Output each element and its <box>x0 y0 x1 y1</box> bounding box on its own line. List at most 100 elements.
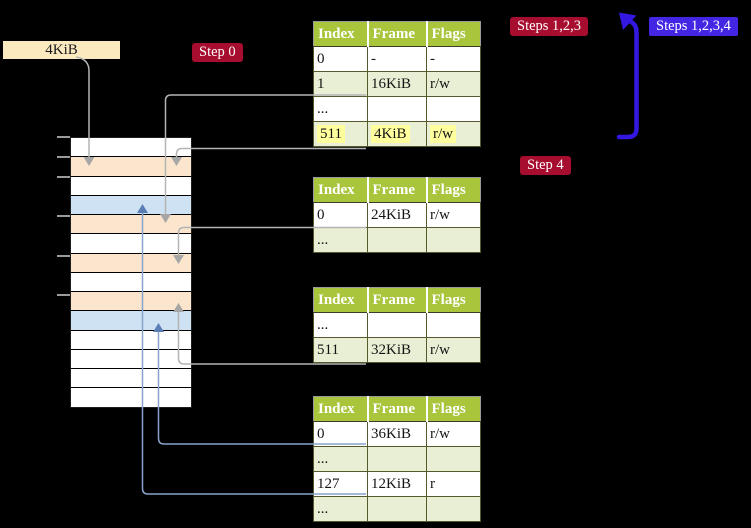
column-header: Frame <box>366 287 427 313</box>
table-cell <box>367 496 427 522</box>
memory-row-3 <box>71 176 191 196</box>
memory-row-8 <box>71 272 191 292</box>
memory-row-12 <box>71 349 191 369</box>
table-cell: 0 <box>313 202 368 228</box>
column-header: Flags <box>425 396 481 422</box>
memory-tick-mark <box>57 294 70 296</box>
table-cell <box>367 96 427 122</box>
column-header: Flags <box>425 21 481 47</box>
memory-tick-mark <box>57 254 70 257</box>
steps-123-label: Steps 1,2,3 <box>510 17 589 36</box>
table-cell: 1 <box>313 71 368 97</box>
table-row: 511 4KiB r/w <box>313 121 481 147</box>
column-header: Index <box>313 287 368 313</box>
table-cell: 4KiB <box>367 121 427 147</box>
table-row: ... <box>313 227 481 253</box>
memory-row-7 <box>71 253 191 273</box>
table-cell <box>426 496 481 522</box>
table-cell: 511 <box>313 121 368 147</box>
memory-tick-mark <box>57 135 70 138</box>
column-header: Frame <box>366 177 427 203</box>
memory-strip <box>70 137 192 408</box>
memory-tick-mark <box>57 215 70 217</box>
table-cell: r/w <box>426 421 481 447</box>
table-cell: r/w <box>426 121 481 147</box>
memory-row-2 <box>71 157 191 177</box>
table-cell: 36KiB <box>367 421 427 447</box>
table-cell: 12KiB <box>367 471 427 497</box>
table-cell: r/w <box>426 71 481 97</box>
table-cell: 16KiB <box>367 71 427 97</box>
table-cell: r/w <box>426 337 481 363</box>
table-cell: ... <box>313 496 368 522</box>
memory-row-14 <box>71 388 191 407</box>
memory-tick-mark <box>57 175 70 178</box>
table-cell: - <box>426 46 481 72</box>
memory-row-1 <box>71 138 191 158</box>
table-cell: ... <box>313 312 368 338</box>
table-cell: 127 <box>313 471 368 497</box>
step-4-label: Step 4 <box>520 156 571 175</box>
table-cell <box>426 227 481 253</box>
page-size-box: 4KiB <box>3 41 120 59</box>
table-cell <box>367 446 427 472</box>
table-row: ... <box>313 446 481 472</box>
table-cell: r <box>426 471 481 497</box>
table-cell: ... <box>313 96 368 122</box>
memory-row-6 <box>71 234 191 254</box>
table-cell: r/w <box>426 202 481 228</box>
column-header: Flags <box>425 177 481 203</box>
table-cell: 511 <box>313 337 368 363</box>
table-cell <box>426 312 481 338</box>
table-cell: 0 <box>313 421 368 447</box>
arrowhead-up-left-icon <box>619 12 637 30</box>
memory-row-4 <box>71 195 191 215</box>
column-header: Index <box>313 177 368 203</box>
table-row: ... <box>313 496 481 522</box>
memory-row-13 <box>71 369 191 389</box>
table-cell: 24KiB <box>367 202 427 228</box>
connector-t1-row511-to-memory <box>175 147 366 158</box>
table-row: ... <box>313 312 481 338</box>
column-header: Flags <box>425 287 481 313</box>
table-cell: 0 <box>313 46 368 72</box>
table-cell <box>426 96 481 122</box>
table-cell <box>426 446 481 472</box>
table-cell: 32KiB <box>367 337 427 363</box>
table-cell: ... <box>313 446 368 472</box>
highlighted-value: 511 <box>317 124 345 143</box>
highlighted-value: 4KiB <box>371 124 410 143</box>
table-cell <box>367 312 427 338</box>
column-header: Index <box>313 21 368 47</box>
memory-row-5 <box>71 215 191 235</box>
memory-row-10 <box>71 311 191 331</box>
steps-annotation-arrow <box>616 19 639 140</box>
table-row: 0-- <box>313 46 481 72</box>
table-cell <box>367 227 427 253</box>
table-row: ... <box>313 96 481 122</box>
table-cell: ... <box>313 227 368 253</box>
table-cell: - <box>367 46 427 72</box>
step-0-label: Step 0 <box>192 43 243 62</box>
column-header: Frame <box>366 396 427 422</box>
memory-row-11 <box>71 330 191 350</box>
column-header: Frame <box>366 21 427 47</box>
steps-1234-label: Steps 1,2,3,4 <box>649 17 738 36</box>
column-header: Index <box>313 396 368 422</box>
highlighted-value: r/w <box>430 124 456 143</box>
memory-tick-mark <box>57 155 70 158</box>
